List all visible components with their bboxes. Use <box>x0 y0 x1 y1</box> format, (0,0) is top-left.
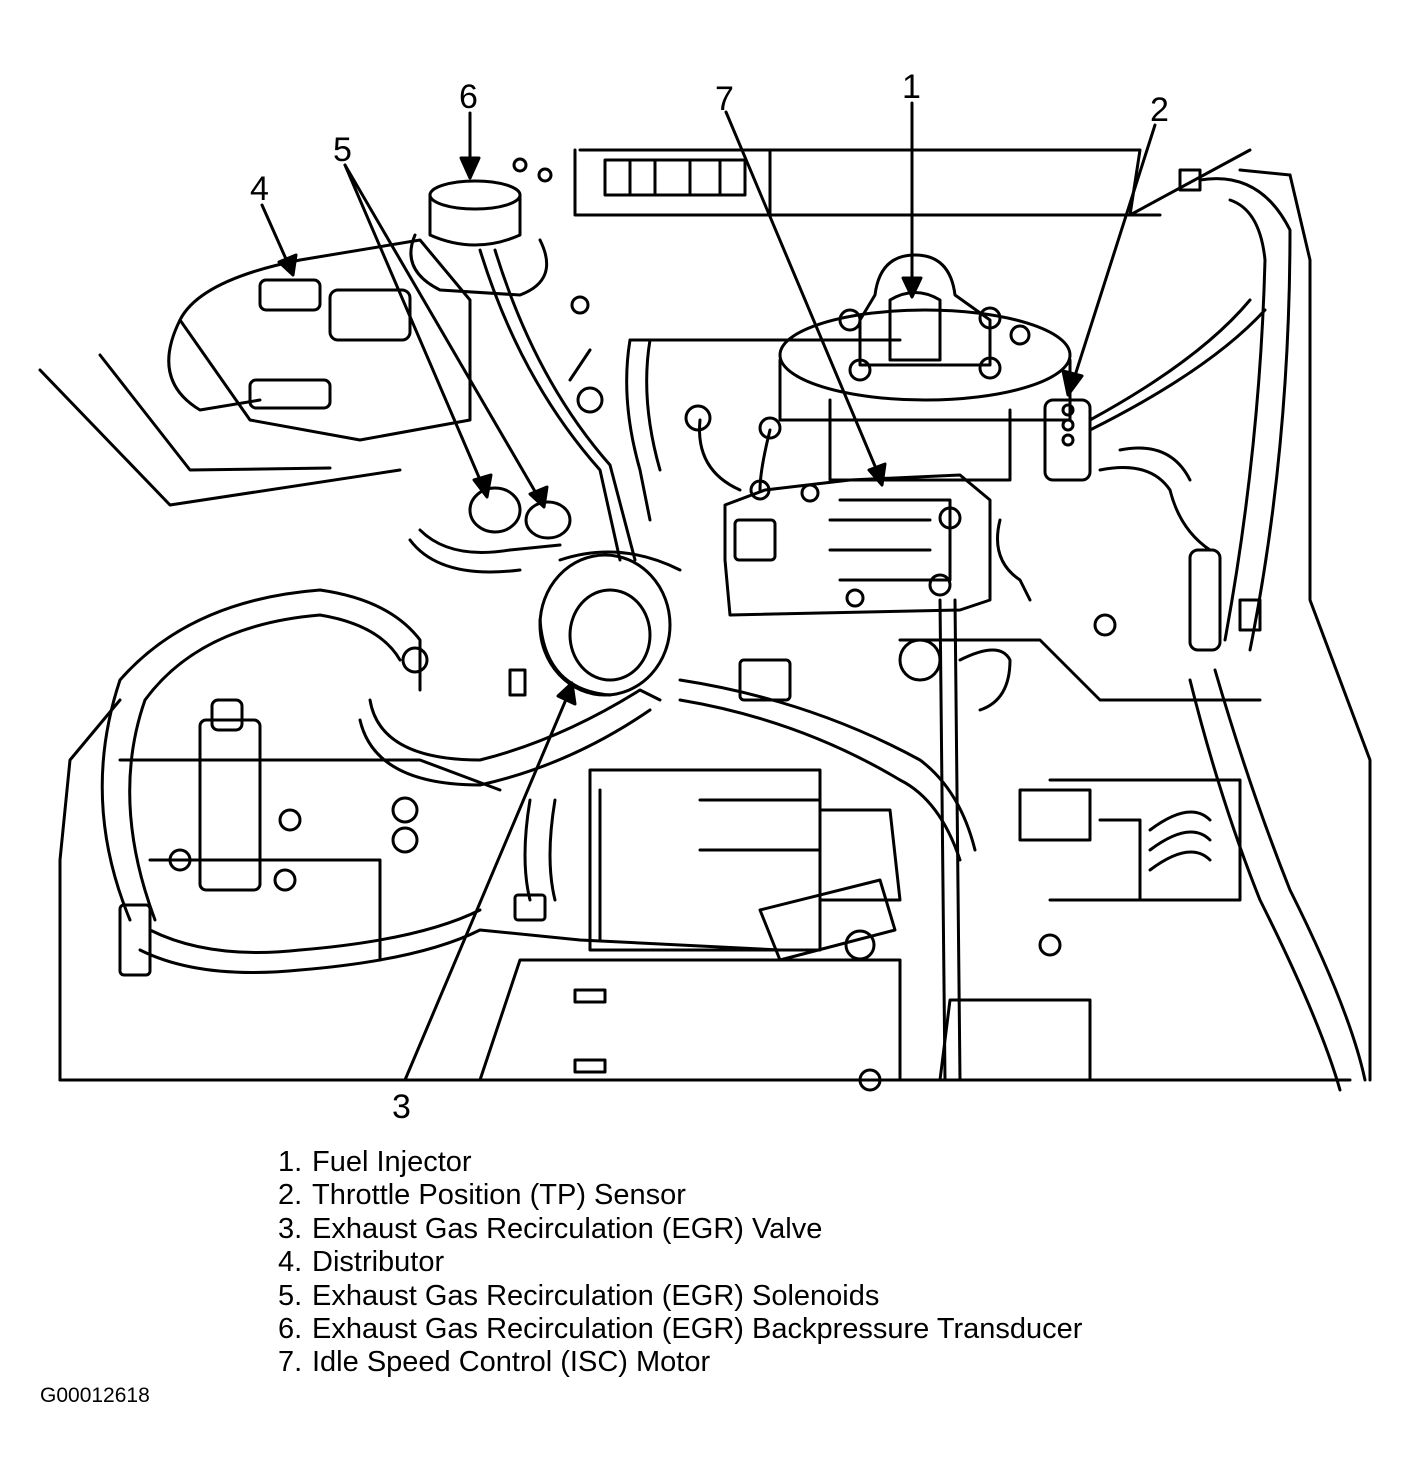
callout-1: 1 <box>902 68 921 106</box>
leader-arrow-4 <box>260 203 292 270</box>
legend-item: 3. Exhaust Gas Recirculation (EGR) Valve <box>278 1213 1082 1246</box>
callout-2: 2 <box>1150 91 1169 129</box>
legend-label: Fuel Injector <box>312 1146 472 1178</box>
legend-item: 6. Exhaust Gas Recirculation (EGR) Backpr… <box>278 1313 1082 1346</box>
legend-number: 3. <box>278 1212 303 1245</box>
legend-item: 5. Exhaust Gas Recirculation (EGR) Soleno… <box>278 1280 1082 1313</box>
callout-7: 7 <box>715 80 734 118</box>
legend-label: Throttle Position (TP) Sensor <box>312 1179 686 1212</box>
leader-arrow-7 <box>724 110 882 480</box>
leader-arrow-5b <box>343 163 542 502</box>
legend-number: 5. <box>278 1279 303 1312</box>
callout-5: 5 <box>333 131 352 169</box>
distributor-drawing <box>167 238 472 442</box>
legend-item: 2. Throttle Position (TP) Sensor <box>278 1179 1082 1212</box>
legend-number: 2. <box>278 1179 303 1212</box>
engine-line-drawing <box>38 101 1372 1092</box>
legend-item: 7. Idle Speed Control (ISC) Motor <box>278 1346 1082 1379</box>
legend-item: 4. Distributor <box>278 1246 1082 1279</box>
legend-number: 4. <box>278 1246 303 1279</box>
isc-motor-drawing <box>684 404 992 617</box>
legend-number: 7. <box>278 1346 303 1379</box>
egr-solenoids-drawing <box>408 486 572 574</box>
egr-valve-drawing <box>538 550 682 697</box>
radiator-cap <box>603 158 747 197</box>
legend-label: Distributor <box>312 1246 445 1279</box>
leader-arrow-3 <box>403 688 572 1082</box>
leader-arrow-2 <box>1070 123 1157 387</box>
legend-label: Idle Speed Control (ISC) Motor <box>312 1346 711 1379</box>
leader-arrow-5a <box>343 163 486 491</box>
callout-4: 4 <box>250 170 269 208</box>
figure-id: G00012618 <box>40 1384 150 1407</box>
engine-block-outline <box>38 148 1372 1082</box>
callout-3: 3 <box>392 1088 411 1126</box>
leader-arrows <box>260 101 1157 1082</box>
parts-legend: 1. Fuel Injector 2. Throttle Position (TP)… <box>278 1146 1082 1380</box>
callout-6: 6 <box>459 78 478 116</box>
legend-label: Exhaust Gas Recirculation (EGR) Solenoid… <box>312 1279 880 1312</box>
legend-number: 6. <box>278 1313 303 1346</box>
legend-number: 1. <box>278 1146 303 1178</box>
tp-sensor-drawing <box>1043 298 1267 482</box>
legend-item: 1. Fuel Injector <box>278 1146 1082 1179</box>
legend-label: Exhaust Gas Recirculation (EGR) Backpres… <box>312 1313 1083 1346</box>
legend-label: Exhaust Gas Recirculation (EGR) Valve <box>312 1212 823 1245</box>
egr-backpressure-transducer-drawing <box>409 179 637 562</box>
wiring-harness-drawing <box>100 177 1367 1092</box>
engine-components-drawing <box>118 157 1262 1092</box>
fuel-injector-drawing <box>778 253 1072 482</box>
